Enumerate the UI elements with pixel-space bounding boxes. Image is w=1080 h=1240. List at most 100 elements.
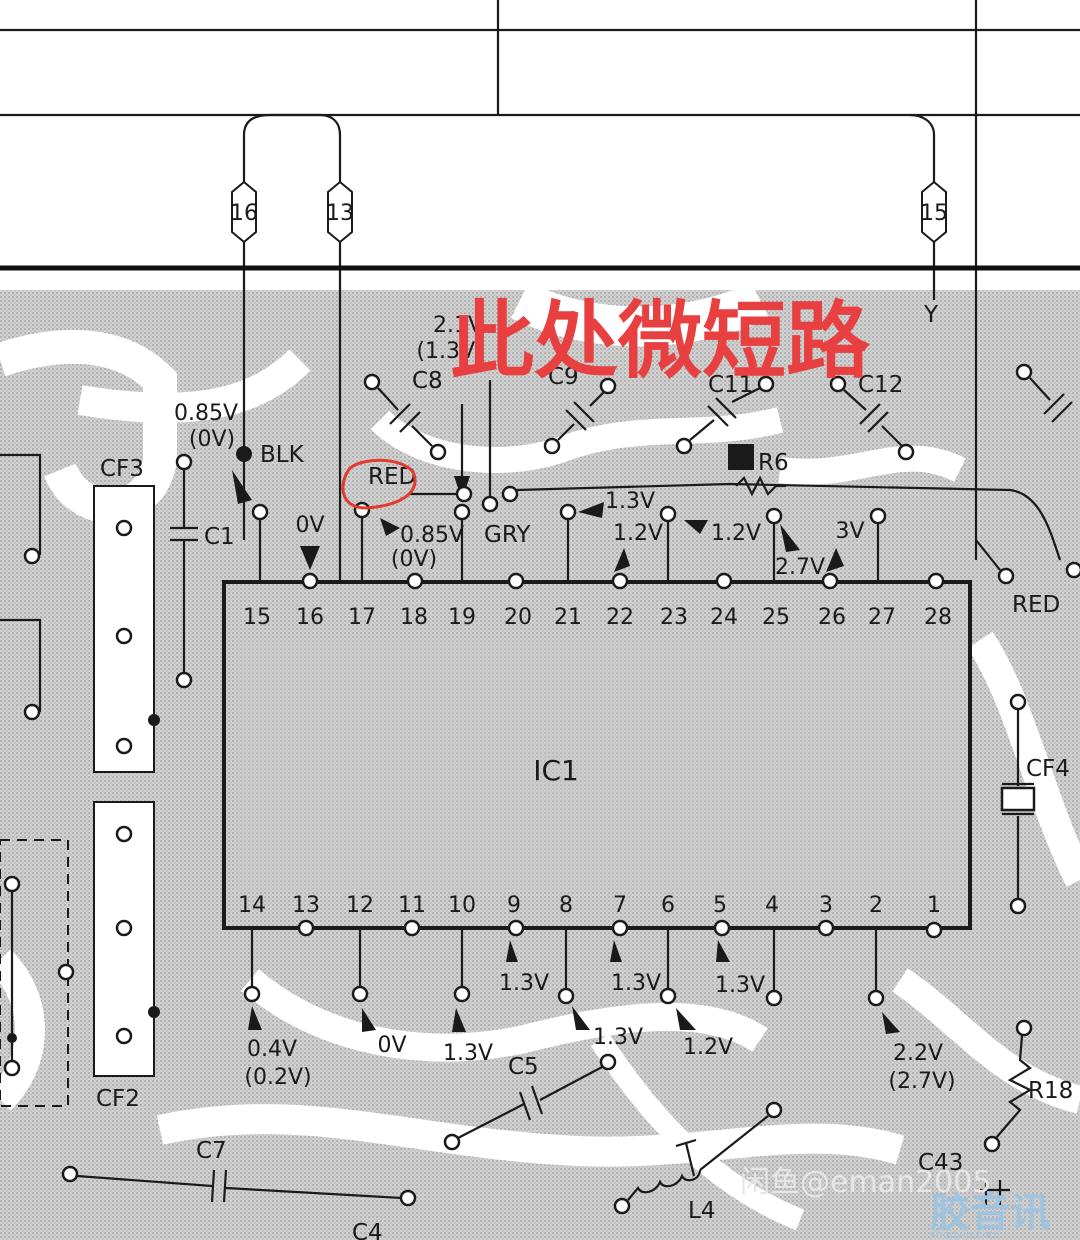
pin-5: 5 — [713, 893, 727, 918]
volt-13-pin9: 1.3V — [499, 971, 549, 996]
left-block — [0, 453, 75, 1107]
c4-label: C4 — [352, 1220, 383, 1240]
volt-0v-pin18-paren: (0V) — [391, 547, 437, 572]
r6-label: R6 — [758, 450, 789, 476]
volt-13-pin19-paren: (1.3V) — [416, 339, 483, 364]
volt-13-pin5: 1.3V — [715, 973, 765, 998]
bottom-arrows — [248, 940, 900, 1034]
volt-0v-pin16: 0V — [295, 513, 324, 538]
volt-3-pin26: 3V — [835, 519, 864, 544]
pin-22: 22 — [606, 605, 634, 630]
pin-2: 2 — [869, 893, 883, 918]
ic1-label: IC1 — [533, 754, 579, 787]
pin-1: 1 — [927, 893, 941, 918]
c11-capacitor: C11 — [675, 372, 775, 455]
c43-capacitor: C43 — [918, 1150, 1010, 1208]
blk-label: BLK — [260, 442, 305, 468]
c9-capacitor: C9 — [543, 364, 617, 455]
volt-085-pin18: 0.85V — [400, 523, 464, 548]
volt-02-pin14-paren: (0.2V) — [244, 1065, 311, 1090]
gry-label: GRY — [484, 522, 531, 548]
volt-0v-pin12: 0V — [377, 1033, 406, 1058]
pin-18: 18 — [400, 605, 428, 630]
volt-04-pin14: 0.4V — [247, 1037, 297, 1062]
pin-16: 16 — [296, 605, 324, 630]
cf2-filter: CF2 — [93, 801, 160, 1112]
right-capacitor-partial — [1015, 363, 1073, 423]
cf3-label: CF3 — [100, 456, 144, 482]
c11-label: C11 — [708, 372, 753, 398]
volt-13-pin21: 1.3V — [605, 489, 655, 514]
ic1-top-pin-labels: 15 16 17 18 19 20 21 22 23 24 25 26 27 2… — [243, 605, 952, 630]
c43-label: C43 — [918, 1150, 963, 1176]
pin-8: 8 — [559, 893, 573, 918]
pin-7: 7 — [613, 893, 627, 918]
pin-27: 27 — [868, 605, 896, 630]
pin-25: 25 — [762, 605, 790, 630]
l4-inductor: L4 — [613, 1101, 783, 1224]
connector-16: 16 — [230, 180, 258, 244]
c7-capacitor: C7 — [61, 1138, 417, 1207]
volt-12-pin22: 1.2V — [613, 521, 663, 546]
pin-13: 13 — [292, 893, 320, 918]
volt-21-pin19: 2.1V — [433, 313, 483, 338]
c5-label: C5 — [508, 1054, 539, 1080]
connector-15: 15 — [920, 180, 948, 244]
volt-27-pin2-paren: (2.7V) — [888, 1069, 955, 1094]
c12-capacitor: C12 — [829, 372, 915, 461]
watermark-site: 胶音讯 — [930, 1190, 1050, 1236]
r6-resistor: R6 — [728, 444, 789, 497]
pin-9: 9 — [507, 893, 521, 918]
volt-22-pin2: 2.2V — [893, 1041, 943, 1066]
partial-top-label: Y — [923, 302, 939, 328]
connector-13-label: 13 — [326, 201, 354, 226]
c7-label: C7 — [196, 1138, 227, 1164]
pin-12: 12 — [346, 893, 374, 918]
volt-12-pin23: 1.2V — [711, 521, 761, 546]
red-right-label: RED — [1012, 592, 1060, 618]
top-leads — [236, 380, 1080, 585]
c1-label: C1 — [204, 524, 235, 550]
pin-24: 24 — [710, 605, 738, 630]
r18-label: R18 — [1028, 1078, 1073, 1104]
volt-13-pin8: 1.3V — [593, 1025, 643, 1050]
connector-13: 13 — [326, 180, 354, 244]
ic1-bottom-pin-nodes — [297, 919, 943, 939]
pin-28: 28 — [924, 605, 952, 630]
cf2-label: CF2 — [96, 1086, 140, 1112]
pin-4: 4 — [765, 893, 779, 918]
volt-13-pin10: 1.3V — [443, 1041, 493, 1066]
cf4-filter: CF4 — [1000, 693, 1070, 915]
volt-27-pin25: 2.7V — [775, 555, 825, 580]
pin-15: 15 — [243, 605, 271, 630]
connector-15-label: 15 — [920, 201, 948, 226]
top-wiring — [0, 0, 1080, 590]
pin-11: 11 — [398, 893, 426, 918]
ic1-bottom-pin-labels: 14 13 12 11 10 9 8 7 6 5 4 3 2 1 — [238, 893, 941, 918]
pin-10: 10 — [448, 893, 476, 918]
pin-20: 20 — [504, 605, 532, 630]
highlight-circle — [341, 458, 417, 510]
c8-label: C8 — [412, 368, 443, 394]
watermark-site-url: shouyin.com — [930, 1228, 1000, 1240]
pin-19: 19 — [448, 605, 476, 630]
c5-capacitor: C5 — [443, 1053, 617, 1151]
ic1-top-pin-nodes — [301, 572, 945, 590]
volt-12-pin6: 1.2V — [683, 1035, 733, 1060]
voltage-labels: 0.85V (0V) 0V 0.85V (0V) 2.1V (1.3V) 1.3… — [174, 313, 956, 1094]
volt-0v-top-paren: (0V) — [189, 427, 235, 452]
pin-23: 23 — [660, 605, 688, 630]
c12-label: C12 — [858, 372, 903, 398]
cf4-label: CF4 — [1026, 756, 1070, 782]
top-arrows — [232, 470, 844, 572]
pin-3: 3 — [819, 893, 833, 918]
c9-label: C9 — [548, 364, 579, 390]
pin-21: 21 — [554, 605, 582, 630]
pin-26: 26 — [818, 605, 846, 630]
cf3-filter: CF3 — [93, 456, 160, 773]
c8-capacitor: C8 — [363, 368, 447, 461]
pin-14: 14 — [238, 893, 266, 918]
c4-capacitor-partial: C4 — [352, 1220, 383, 1240]
wire-labels: BLK RED GRY RED Y — [260, 302, 1060, 618]
